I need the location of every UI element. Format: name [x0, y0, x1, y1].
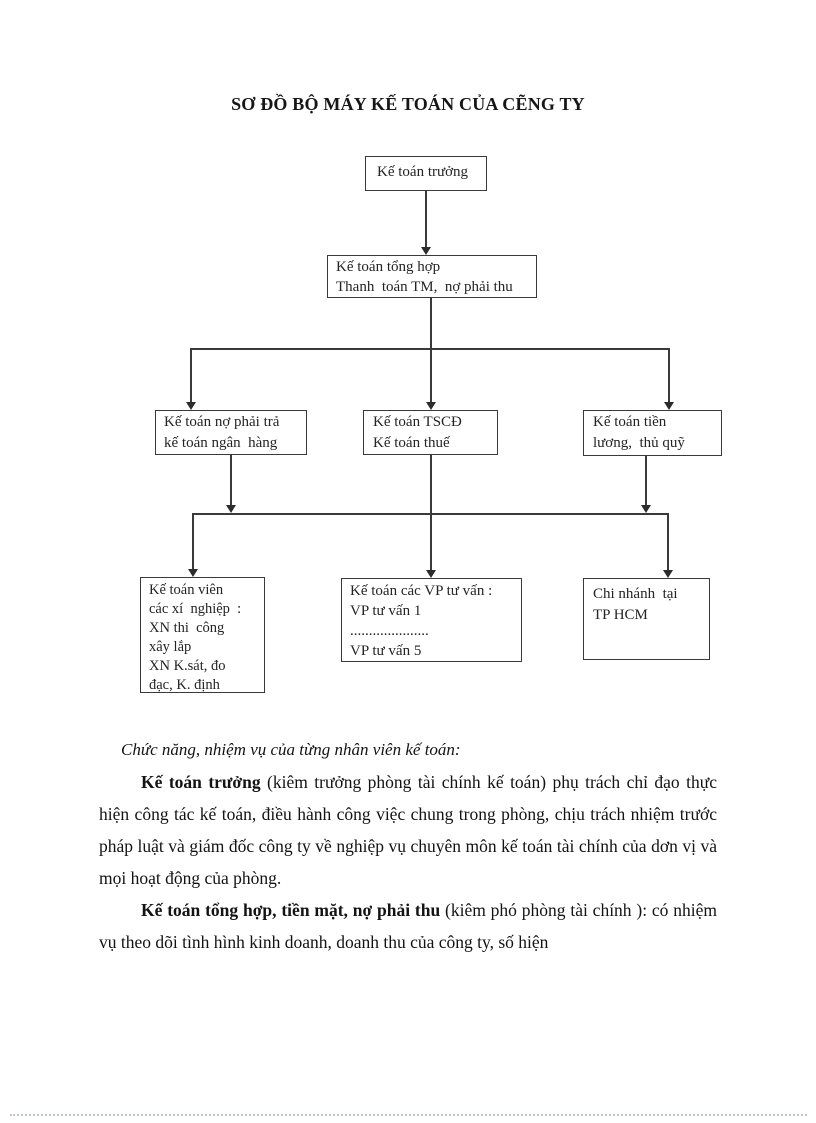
box-label: lương, thủ quỹ: [593, 435, 685, 451]
diagram-box-payroll-cashier: Kế toán tiền lương, thủ quỹ: [583, 410, 722, 456]
box-label: xây lắp: [149, 639, 192, 655]
box-label: XN thi công: [149, 620, 225, 636]
connector-line: [192, 513, 194, 569]
arrow-down-icon: [663, 570, 673, 578]
box-label: TP HCM: [593, 607, 648, 623]
connector-line: [230, 455, 232, 506]
connector-line: [430, 455, 432, 570]
box-label: VP tư vấn 1: [350, 603, 422, 619]
connector-line: [430, 298, 432, 349]
box-label: Kế toán nợ phải trả: [164, 414, 280, 430]
box-label: đạc, K. định: [149, 677, 220, 693]
box-label: Kế toán các VP tư vấn :: [350, 583, 493, 599]
box-label: các xí nghiệp :: [149, 601, 242, 617]
paragraph-lead: Kế toán trưởng: [141, 772, 261, 792]
arrow-down-icon: [226, 505, 236, 513]
box-label: Kế toán trưởng: [377, 164, 469, 180]
paragraph-lead: Kế toán tổng hợp, tiền mặt, nợ phải thu: [141, 900, 441, 920]
box-label: kế toán ngân hàng: [164, 435, 278, 451]
connector-line: [190, 348, 192, 403]
footer-dotted-rule: [10, 1114, 807, 1116]
diagram-box-enterprise-accountants: Kế toán viên các xí nghiệp : XN thi công…: [140, 577, 265, 693]
box-label: Kế toán tổng hợp: [336, 259, 441, 275]
connector-line: [430, 348, 432, 403]
arrow-down-icon: [641, 505, 651, 513]
box-label: Kế toán viên: [149, 582, 224, 598]
diagram-box-fixed-assets-tax: Kế toán TSCĐ Kế toán thuế: [363, 410, 498, 455]
box-label: Chi nhánh tại: [593, 586, 678, 602]
section-heading: Chức năng, nhiệm vụ của từng nhân viên k…: [121, 740, 461, 759]
paragraph-rest: (kiêm phó phòng tài chính ): có nhiệm vụ…: [99, 900, 717, 952]
arrow-down-icon: [664, 402, 674, 410]
arrow-down-icon: [426, 570, 436, 578]
arrow-down-icon: [186, 402, 196, 410]
body-text: Chức năng, nhiệm vụ của từng nhân viên k…: [99, 734, 717, 958]
box-label: XN K.sát, đo: [149, 658, 226, 674]
connector-line: [668, 348, 670, 403]
paragraph-rest: (kiêm trưởng phòng tài chính kế toán) ph…: [99, 772, 717, 888]
diagram-box-payables-bank: Kế toán nợ phải trả kế toán ngân hàng: [155, 410, 307, 455]
diagram-box-consulting-offices: Kế toán các VP tư vấn : VP tư vấn 1 ....…: [341, 578, 522, 662]
box-label: VP tư vấn 5: [350, 643, 422, 659]
paragraph-chief-accountant: Kế toán trưởng (kiêm trưởng phòng tài ch…: [99, 766, 717, 894]
connector-line: [645, 456, 647, 506]
arrow-down-icon: [421, 247, 431, 255]
connector-line: [667, 513, 669, 570]
paragraph-general-accountant: Kế toán tổng hợp, tiền mặt, nợ phải thu …: [99, 894, 717, 958]
box-label: Thanh toán TM, nợ phải thu: [336, 279, 513, 295]
box-label: .....................: [350, 623, 429, 639]
page-title: SƠ ĐỒ BỘ MÁY KẾ TOÁN CỦA CẼNG TY: [231, 94, 585, 114]
diagram-box-chief-accountant: Kế toán trưởng: [365, 156, 487, 191]
connector-line: [425, 191, 427, 247]
arrow-down-icon: [188, 569, 198, 577]
box-label: Kế toán tiền: [593, 414, 667, 430]
diagram-box-general-accountant: Kế toán tổng hợp Thanh toán TM, nợ phải …: [327, 255, 537, 298]
box-label: Kế toán thuế: [373, 435, 450, 451]
box-label: Kế toán TSCĐ: [373, 414, 462, 430]
diagram-box-hcm-branch: Chi nhánh tại TP HCM: [583, 578, 710, 660]
arrow-down-icon: [426, 402, 436, 410]
